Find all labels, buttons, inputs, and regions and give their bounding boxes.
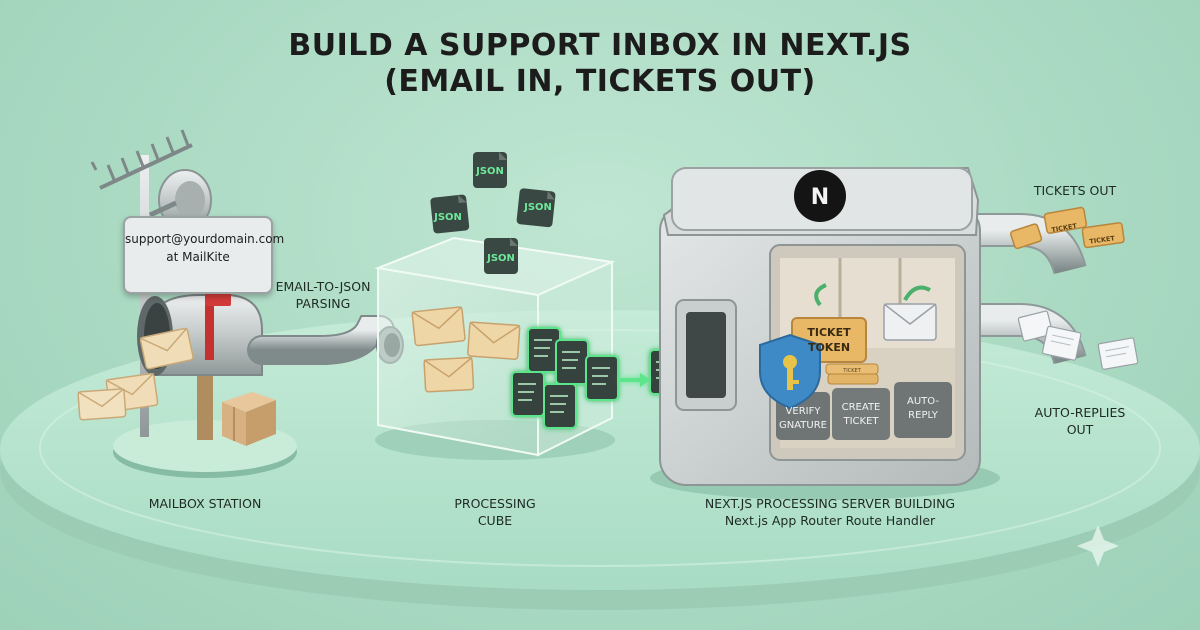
address-sign: support@yourdomain.com at MailKite	[123, 216, 285, 294]
label-server-line-1: NEXT.JS PROCESSING SERVER BUILDING	[704, 496, 956, 511]
label-email-to-json: EMAIL-TO-JSON PARSING	[268, 278, 378, 312]
label-auto-replies-line-1: AUTO-REPLIES	[1034, 405, 1126, 420]
label-tickets-out: TICKETS OUT	[1033, 183, 1117, 198]
ticket-stub-2: TICKET	[1089, 234, 1116, 246]
label-auto-replies-line-2: OUT	[1066, 422, 1094, 437]
label-auto-replies: AUTO-REPLIES OUT	[1020, 404, 1140, 438]
satellite-dish-icon	[148, 169, 212, 231]
mailbox-post	[197, 360, 213, 440]
label-server-line-2: Next.js App Router Route Handler	[724, 513, 936, 528]
tickets-out-group	[1010, 206, 1125, 250]
module-create-line-2: TICKET	[842, 416, 879, 427]
title-line-1: BUILD A SUPPORT INBOX IN NEXT.JS	[288, 28, 912, 63]
label-email-to-json-line-1: EMAIL-TO-JSON	[275, 279, 371, 294]
module-verify-line-1: VERIFY	[786, 406, 822, 417]
parcel-box-icon	[222, 392, 276, 446]
json-tag-4: JSON	[486, 253, 515, 264]
json-tag-2: JSON	[433, 212, 462, 223]
auto-replies-out-group	[1017, 310, 1139, 370]
ticket-token-line-1: TICKET	[807, 326, 851, 339]
mailbox-envelopes	[77, 327, 194, 421]
sign-email: support@yourdomain.com	[125, 232, 285, 246]
ticket-stack-label: TICKET	[842, 368, 861, 374]
floating-json-files	[430, 152, 556, 274]
sparkle-icon	[1077, 525, 1119, 567]
label-processing-cube-line-1: PROCESSING	[454, 496, 536, 511]
json-tag-3: JSON	[523, 202, 552, 213]
json-card-code-lines	[518, 339, 674, 413]
sign-provider: at MailKite	[166, 250, 230, 264]
label-mailbox-station: MAILBOX STATION	[148, 496, 262, 511]
label-processing-cube-line-2: CUBE	[477, 513, 513, 528]
label-server: NEXT.JS PROCESSING SERVER BUILDING Next.…	[690, 495, 970, 529]
module-reply-line-1: AUTO-	[907, 396, 939, 407]
nextjs-logo-icon: N	[811, 185, 829, 210]
module-create-line-1: CREATE	[842, 402, 881, 413]
label-email-to-json-line-2: PARSING	[295, 296, 351, 311]
ticket-token-line-2: TOKEN	[808, 341, 850, 354]
title-line-2: (EMAIL IN, TICKETS OUT)	[384, 64, 816, 99]
json-tag-1: JSON	[475, 166, 504, 177]
antenna-mast	[90, 129, 193, 437]
module-reply-line-2: REPLY	[908, 410, 939, 421]
module-verify-line-2: GNATURE	[779, 420, 827, 431]
label-processing-cube: PROCESSING CUBE	[430, 495, 560, 529]
